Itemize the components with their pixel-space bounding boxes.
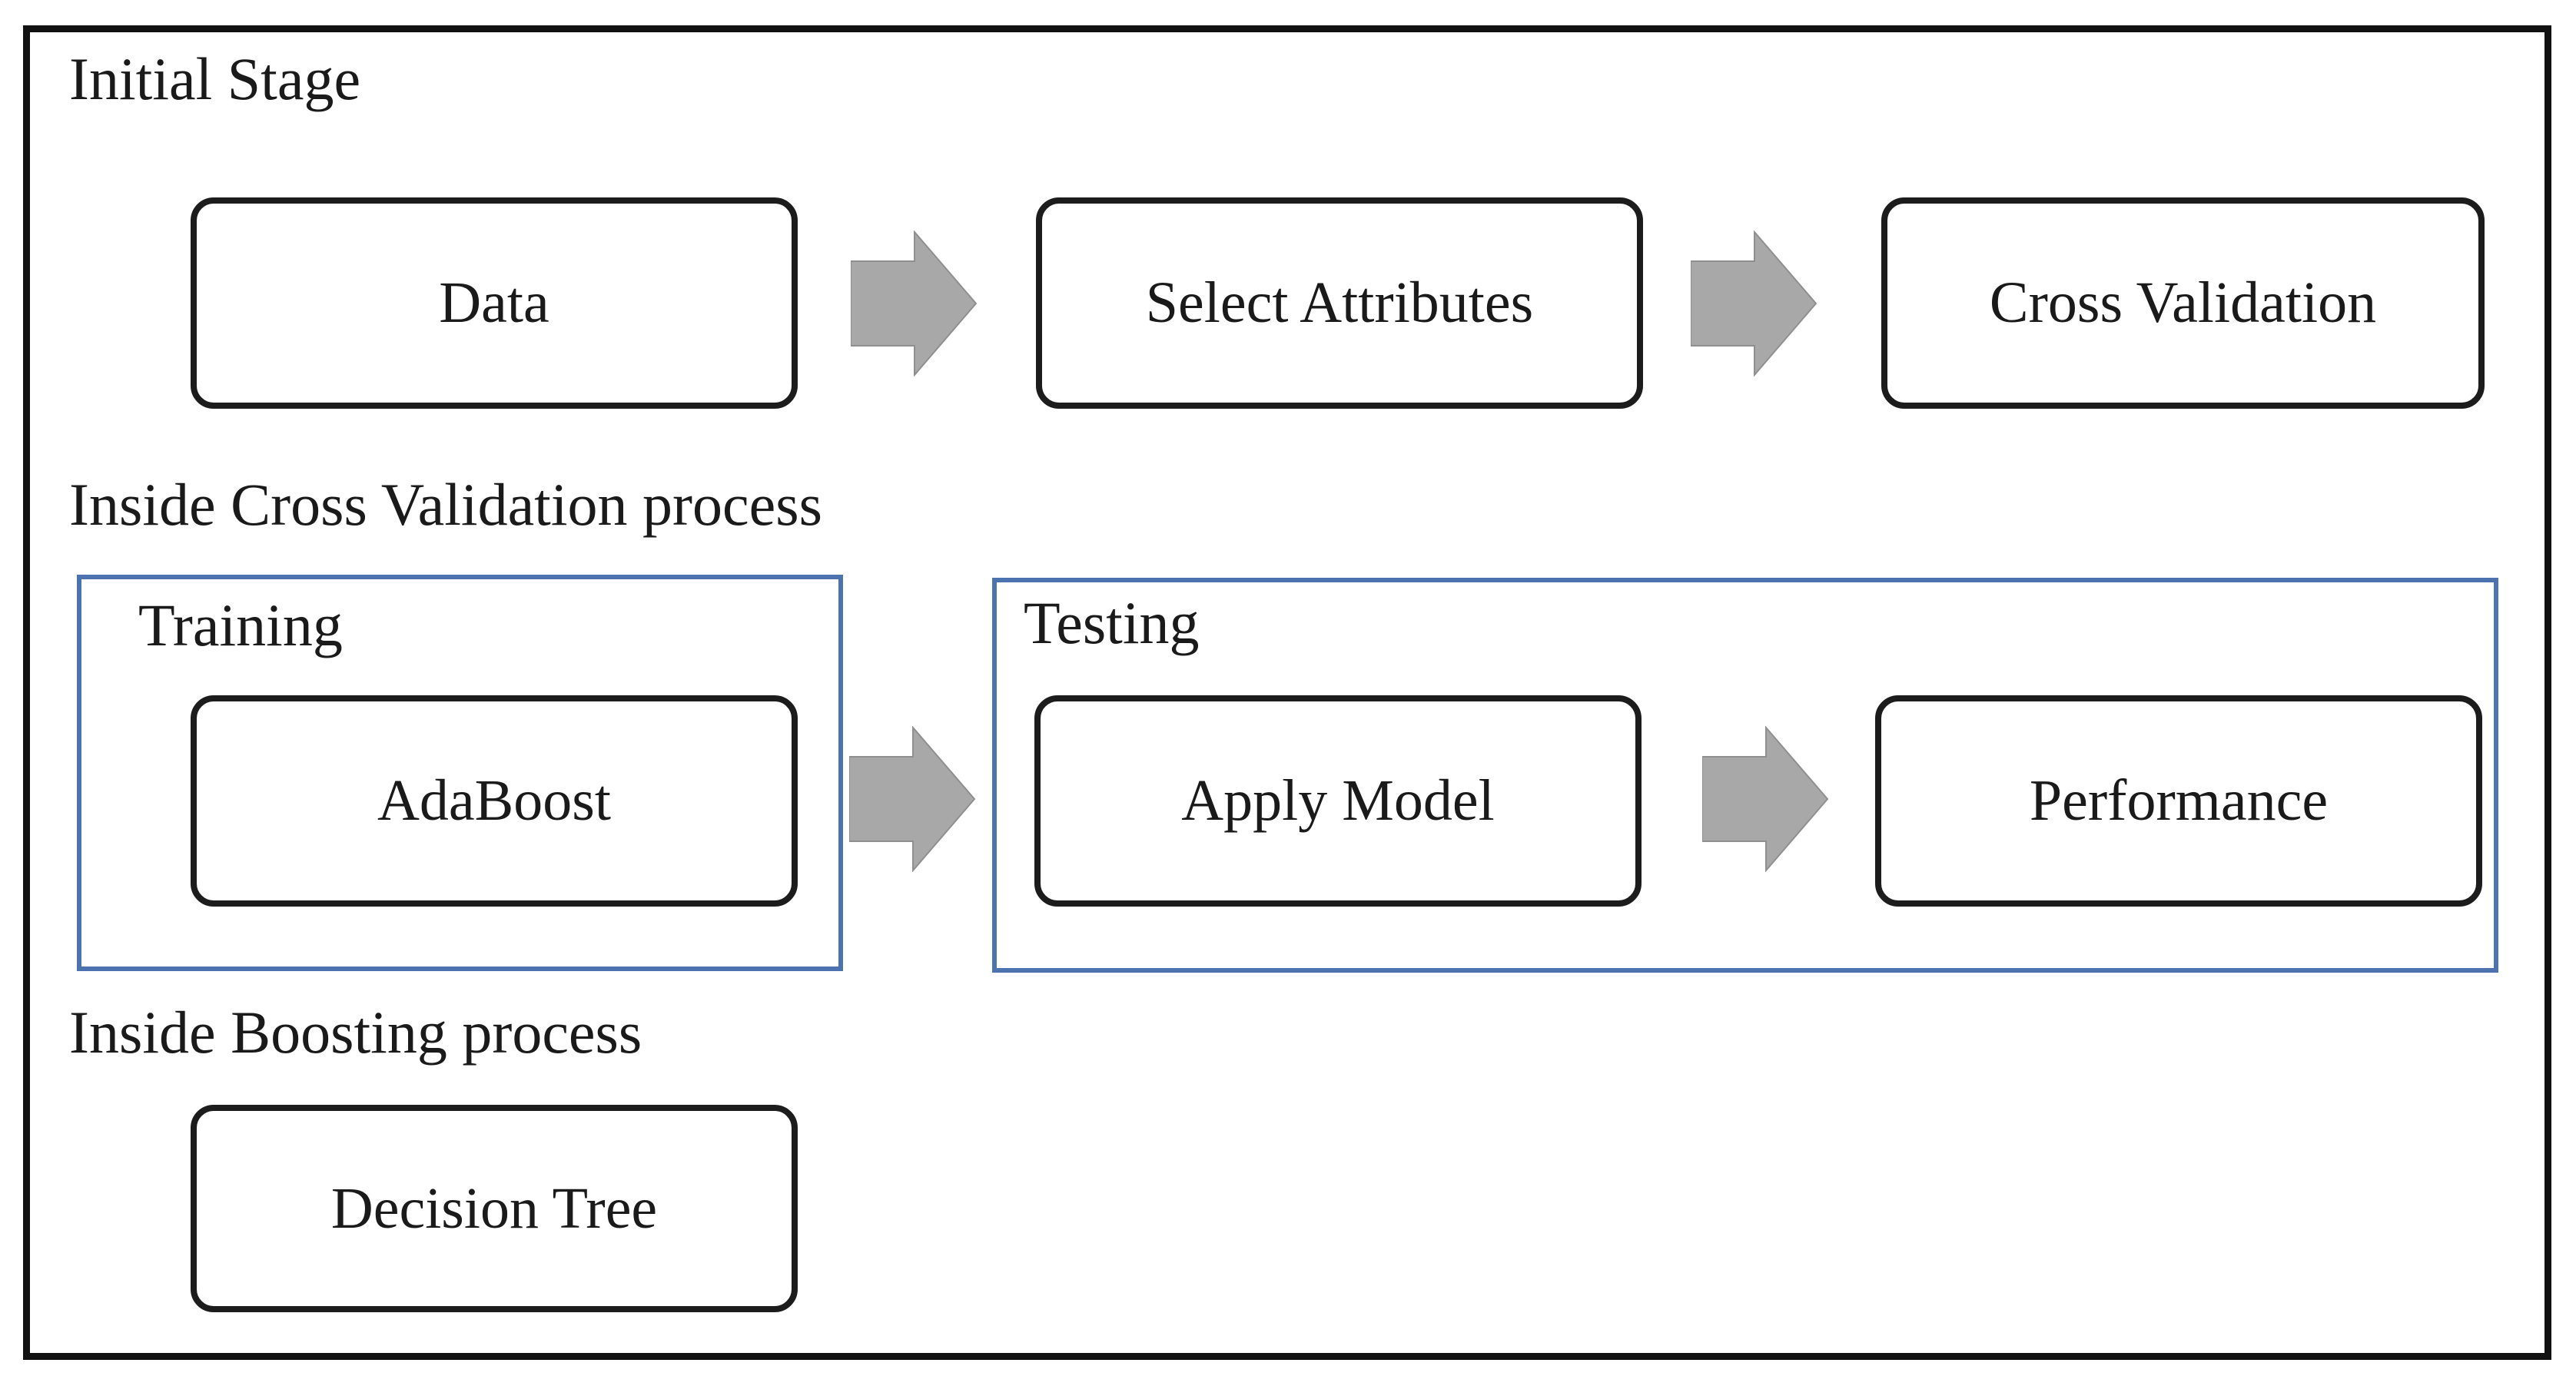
- section-title-boosting: Inside Boosting process: [69, 999, 642, 1066]
- node-apply-model: Apply Model: [1034, 695, 1642, 907]
- node-performance-label: Performance: [2029, 768, 2329, 833]
- node-cross-validation-label: Cross Validation: [1989, 270, 2377, 335]
- node-select-attributes: Select Attributes: [1036, 197, 1643, 409]
- node-data: Data: [191, 197, 798, 409]
- arrow-right-icon: [1691, 230, 1817, 376]
- arrow-right-icon: [1702, 726, 1829, 872]
- section-title-cross-validation: Inside Cross Validation process: [69, 471, 822, 538]
- node-select-attributes-label: Select Attributes: [1145, 270, 1534, 335]
- arrow-right-icon: [849, 726, 976, 872]
- node-apply-model-label: Apply Model: [1181, 768, 1495, 833]
- training-panel-label: Training: [138, 592, 343, 658]
- arrow-right-icon: [851, 230, 978, 376]
- node-adaboost-label: AdaBoost: [377, 768, 611, 833]
- node-data-label: Data: [439, 270, 549, 335]
- node-adaboost: AdaBoost: [191, 695, 798, 907]
- node-decision-tree-label: Decision Tree: [330, 1175, 658, 1241]
- node-cross-validation: Cross Validation: [1881, 197, 2485, 409]
- testing-panel-label: Testing: [1024, 589, 1200, 656]
- node-decision-tree: Decision Tree: [191, 1105, 798, 1312]
- node-performance: Performance: [1875, 695, 2482, 907]
- section-title-initial-stage: Initial Stage: [69, 45, 361, 112]
